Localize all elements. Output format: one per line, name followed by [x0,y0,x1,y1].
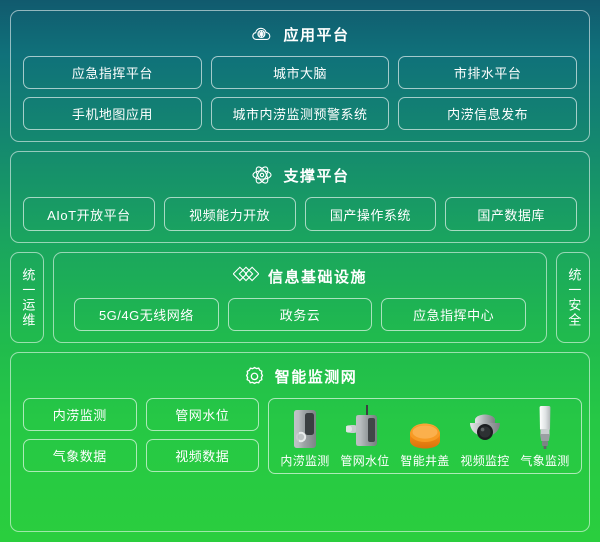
chip-weather-data[interactable]: 气象数据 [23,439,137,472]
layer-smart-monitoring-network: 智能监测网 内涝监测 管网水位 气象数据 视频数据 [10,352,590,532]
chip-emergency-command-platform[interactable]: 应急指挥平台 [23,56,202,89]
chip-city-brain[interactable]: 城市大脑 [210,56,390,89]
chip-row: 内涝监测 管网水位 [23,398,259,431]
chip-row: 应急指挥平台 城市大脑 市排水平台 [23,56,578,89]
chip-city-drainage-platform[interactable]: 市排水平台 [398,56,578,89]
chip-row: 手机地图应用 城市内涝监测预警系统 内涝信息发布 [23,97,578,130]
chip-5g-4g-wireless-network[interactable]: 5G/4G无线网络 [74,298,219,331]
layer-application-platform: 应用平台 应急指挥平台 城市大脑 市排水平台 手机地图应用 城市内涝监测预警系统… [10,10,590,142]
chip-pipe-network-water-level[interactable]: 管网水位 [145,398,259,431]
weather-monitor-device[interactable]: 气象监测 [515,404,575,469]
monitor-data-chips: 内涝监测 管网水位 气象数据 视频数据 [23,398,259,474]
device-gallery: 内涝监测 [268,398,582,474]
layer-header: 智能监测网 [23,362,577,390]
dome-camera-icon [465,404,505,450]
unified-security-rail: 统一安全 [556,252,590,343]
chip-row: 气象数据 视频数据 [23,439,259,472]
chip-urban-waterlogging-warning-system[interactable]: 城市内涝监测预警系统 [210,97,390,130]
layer-title: 支撑平台 [283,167,350,185]
layer-header: 信息基础设施 [66,262,534,290]
device-label: 管网水位 [340,454,390,468]
orange-dome-icon [406,404,444,450]
unified-operations-label: 统一运维 [20,267,36,328]
chip-emergency-command-center[interactable]: 应急指挥中心 [381,298,527,331]
layer-support-platform: 支撑平台 AIoT开放平台 视频能力开放 国产操作系统 国产数据库 [10,151,590,243]
chip-video-capability-open[interactable]: 视频能力开放 [163,197,296,231]
unified-security-label: 统一安全 [566,267,582,328]
chip-row: 5G/4G无线网络 政务云 应急指挥中心 [66,298,534,331]
layer-infrastructure-row: 统一运维 信息基础设施 5G/4G无线网络 政务云 应急指挥中心 [10,252,590,343]
atom-icon [250,163,274,187]
device-label: 内涝监测 [280,454,330,468]
layer-header: 应用平台 [23,20,577,48]
monitor-body: 内涝监测 管网水位 气象数据 视频数据 [23,398,582,474]
pipe-water-level-device[interactable]: 管网水位 [335,404,395,469]
gray-box-sensor-icon [288,404,322,450]
layer-title: 智能监测网 [274,368,358,386]
device-label: 智能井盖 [400,454,450,468]
chip-aiot-open-platform[interactable]: AIoT开放平台 [23,197,155,231]
chip-domestic-operating-system[interactable]: 国产操作系统 [304,197,437,231]
gear-icon [243,365,266,388]
smart-manhole-cover-device[interactable]: 智能井盖 [395,404,455,469]
cloud-network-icon [250,22,274,46]
layer-title: 应用平台 [283,26,350,44]
chip-mobile-map-app[interactable]: 手机地图应用 [23,97,202,130]
chip-domestic-database[interactable]: 国产数据库 [445,197,577,231]
unified-operations-rail: 统一运维 [10,252,44,343]
layer-header: 支撑平台 [23,161,577,189]
layer-information-infrastructure: 信息基础设施 5G/4G无线网络 政务云 应急指挥中心 [53,252,547,343]
layer-title: 信息基础设施 [267,268,367,286]
chip-government-cloud[interactable]: 政务云 [227,298,373,331]
chip-row: AIoT开放平台 视频能力开放 国产操作系统 国产数据库 [23,197,577,231]
chip-video-data[interactable]: 视频数据 [145,439,259,472]
chip-waterlogging-monitoring[interactable]: 内涝监测 [23,398,137,431]
waterlogging-monitor-device[interactable]: 内涝监测 [275,404,335,469]
chip-waterlogging-info-release[interactable]: 内涝信息发布 [398,97,578,130]
white-weather-sensor-icon [534,404,556,450]
video-surveillance-device[interactable]: 视频监控 [455,404,515,469]
diamonds-icon [232,265,259,287]
gray-box-probe-antenna-icon [346,404,384,450]
device-label: 气象监测 [520,454,570,468]
device-label: 视频监控 [460,454,510,468]
